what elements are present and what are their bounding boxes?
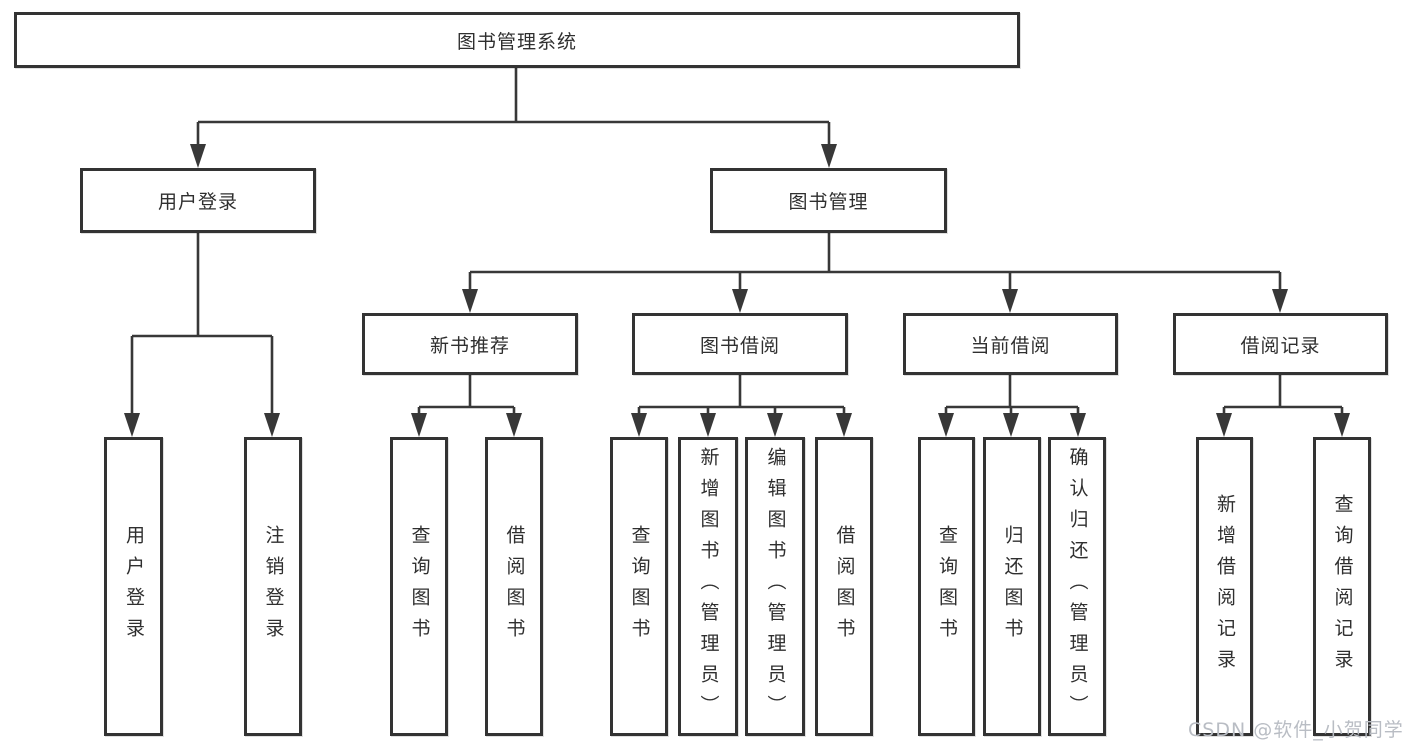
leaf-logout: 注销登录 — [244, 437, 302, 736]
node-user-login: 用户登录 — [80, 168, 316, 233]
node-new-book-recommend: 新书推荐 — [362, 313, 578, 375]
leaf-records-add-record: 新增借阅记录 — [1196, 437, 1253, 736]
leaf-newbook-borrow-books: 借阅图书 — [485, 437, 543, 736]
node-borrow-records: 借阅记录 — [1173, 313, 1388, 375]
leaf-newbook-query-books: 查询图书 — [390, 437, 448, 736]
leaf-borrow-query-books: 查询图书 — [610, 437, 668, 736]
leaf-current-return-books: 归还图书 — [983, 437, 1041, 736]
leaf-records-query-record: 查询借阅记录 — [1313, 437, 1371, 736]
node-current-borrow: 当前借阅 — [903, 313, 1118, 375]
leaf-borrow-add-books-admin: 新增图书（管理员） — [678, 437, 738, 736]
node-book-borrow: 图书借阅 — [632, 313, 848, 375]
leaf-borrow-edit-books-admin: 编辑图书（管理员） — [745, 437, 805, 736]
leaf-current-confirm-return-admin: 确认归还（管理员） — [1048, 437, 1106, 736]
node-book-management: 图书管理 — [710, 168, 947, 233]
node-root: 图书管理系统 — [14, 12, 1020, 68]
leaf-current-query-books: 查询图书 — [918, 437, 975, 736]
leaf-borrow-borrow-books: 借阅图书 — [815, 437, 873, 736]
arrowheads — [124, 144, 1350, 437]
watermark: CSDN @软件_小贺同学 — [1188, 719, 1404, 741]
leaf-user-login: 用户登录 — [104, 437, 163, 736]
